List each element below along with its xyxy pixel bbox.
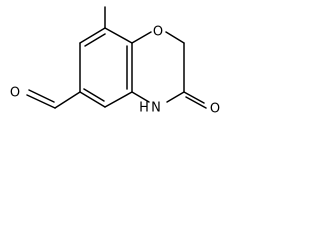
bond-o-c2 [165, 31, 185, 44]
bond-c3-o-double-b [185, 96, 207, 109]
bond-ring-c8-c8a [104, 27, 133, 44]
bond-c3-n [166, 91, 185, 103]
bond-c3-o-double-a [183, 91, 205, 104]
atom-ring-oxygen: O [153, 25, 163, 40]
bond-ring-c5-c6-inner [83, 88, 105, 102]
bond-ring-c7-c8 [79, 27, 106, 44]
bond-n-c4a [131, 91, 150, 103]
bond-ring-c4a-c5 [104, 91, 133, 108]
atom-amine-n: N [151, 101, 161, 116]
bond-c8a-o [131, 31, 152, 44]
atom-carbonyl-oxygen: O [210, 102, 220, 117]
bond-cho-o [26, 94, 56, 109]
bond-c6-cho [54, 91, 81, 109]
chemical-structure: O O O H N [10, 6, 220, 117]
bond-ring-c7-c8-inner [84, 33, 106, 47]
atom-aldehyde-oxygen: O [10, 86, 20, 101]
bond-cho-o-double [28, 89, 55, 103]
bond-ring-c5-c6 [79, 91, 106, 108]
atom-amine-h: H [139, 101, 149, 116]
